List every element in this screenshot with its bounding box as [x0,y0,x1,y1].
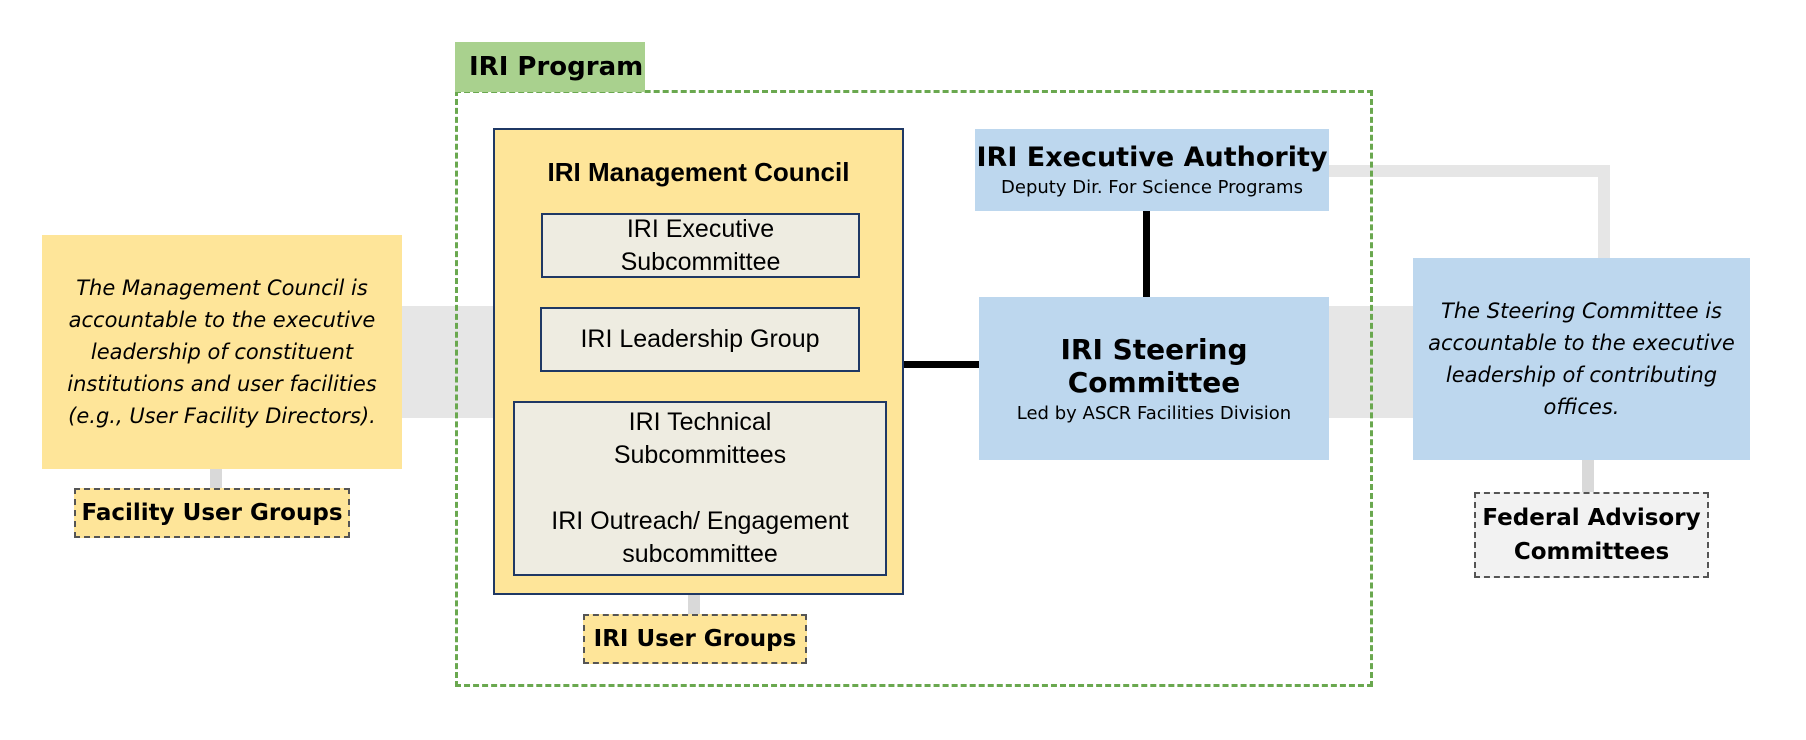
iri-program-label: IRI Program [455,42,645,92]
executive-authority-box: IRI Executive Authority Deputy Dir. For … [975,129,1329,211]
left-note-line: The Management Council is [76,276,368,300]
technical-subcommittee-line: Subcommittees [613,441,787,469]
federal-advisory-connector [1582,458,1594,492]
iri-program-frame [455,90,1373,687]
steering-committee-title: IRI Steering Committee [1060,333,1248,399]
federal-advisory-box: Federal Advisory Committees [1474,492,1709,578]
left-accountability-note: The Management Council is accountable to… [42,235,402,469]
council-steering-connector [904,361,980,368]
leadership-group-box: IRI Leadership Group [540,307,860,372]
steering-committee-box: IRI Steering Committee Led by ASCR Facil… [979,297,1329,460]
right-connector-band [1328,306,1418,418]
executive-authority-subtitle: Deputy Dir. For Science Programs [1001,177,1303,198]
leadership-group-line: IRI Leadership Group [580,325,820,353]
exec-authority-right-connector [1328,165,1610,177]
outreach-subcommittee-line: subcommittee [622,540,778,568]
executive-subcommittee-box: IRI Executive Subcommittee [541,213,860,278]
left-note-line: leadership of constituent [90,340,354,364]
technical-subcommittee-line: IRI Technical [628,408,772,436]
left-note-line: institutions and user facilities [67,372,377,396]
left-note-line: accountable to the executive [68,308,376,332]
right-accountability-note: The Steering Committee is accountable to… [1413,258,1750,460]
facility-user-groups-connector [210,468,222,490]
right-note-line: leadership of contributing [1445,363,1718,387]
federal-advisory-line: Federal Advisory [1482,505,1701,531]
exec-authority-right-connector-vertical [1598,165,1610,259]
federal-advisory-line: Committees [1513,539,1670,565]
outreach-subcommittee-line: IRI Outreach/ Engagement [551,507,849,535]
technical-outreach-box: IRI Technical Subcommittees IRI Outreach… [513,401,887,576]
left-note-line: (e.g., User Facility Directors). [68,404,376,428]
steering-committee-subtitle: Led by ASCR Facilities Division [1016,403,1292,424]
facility-user-groups-box: Facility User Groups [74,488,350,538]
right-note-line: accountable to the executive [1428,331,1735,355]
executive-subcommittee-line: IRI Executive [626,214,775,243]
executive-subcommittee-line: Subcommittee [620,247,781,276]
executive-authority-title: IRI Executive Authority [976,142,1328,173]
management-council-title: IRI Management Council [547,156,850,187]
exec-steering-connector [1143,208,1150,298]
iri-user-groups-connector [688,594,700,616]
right-note-line: The Steering Committee is [1441,299,1722,323]
right-note-line: offices. [1543,395,1620,419]
iri-user-groups-box: IRI User Groups [583,614,807,664]
